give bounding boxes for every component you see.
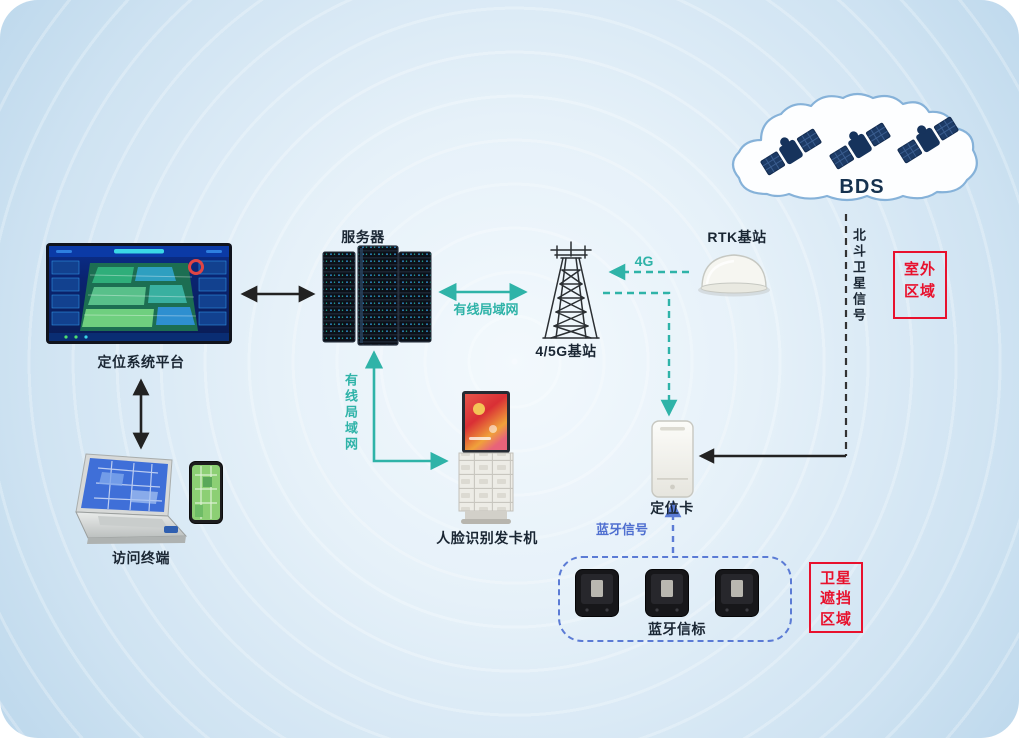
wired-lan-label-horizontal: 有线局域网 [453,302,519,317]
bds-cloud-icon [731,92,978,202]
bluetooth-beacon-group: 蓝牙信标 [558,556,792,642]
base-station-label: 4/5G基站 [535,343,597,359]
face-kiosk-label: 人脸识别发卡机 [436,530,538,546]
positioning-card-icon [651,420,694,498]
bds-label: BDS [839,176,885,198]
4g-edge-label: 4G [634,253,654,269]
positioning-card-label: 定位卡 [650,500,694,516]
phone-icon [189,461,223,524]
beidou-signal-label: 北斗卫星信号 [851,228,866,324]
platform-screen-icon [46,243,232,344]
rtk-station-label: RTK基站 [707,229,767,245]
rtk-dome-icon [698,254,770,297]
edge-server-kiosk-lan [364,350,449,471]
beacon-icon [645,569,689,617]
face-kiosk-icon [458,391,514,524]
bluetooth-signal-label: 蓝牙信号 [595,522,648,537]
cell-tower-icon [542,241,600,339]
satellite-blocked-zone-box: 卫星遮挡区域 [809,562,863,633]
beacon-icon [575,569,619,617]
wired-lan-label-vertical: 有线局域网 [343,373,358,453]
bluetooth-beacons-label: 蓝牙信标 [648,621,706,637]
outdoor-zone-box: 室外区域 [893,251,947,319]
beacon-icon [715,569,759,617]
server-icon [322,245,432,346]
platform-label: 定位系统平台 [97,354,185,370]
laptop-icon [75,453,188,544]
access-terminal-label: 访问终端 [112,550,170,566]
server-label: 服务器 [341,229,385,245]
